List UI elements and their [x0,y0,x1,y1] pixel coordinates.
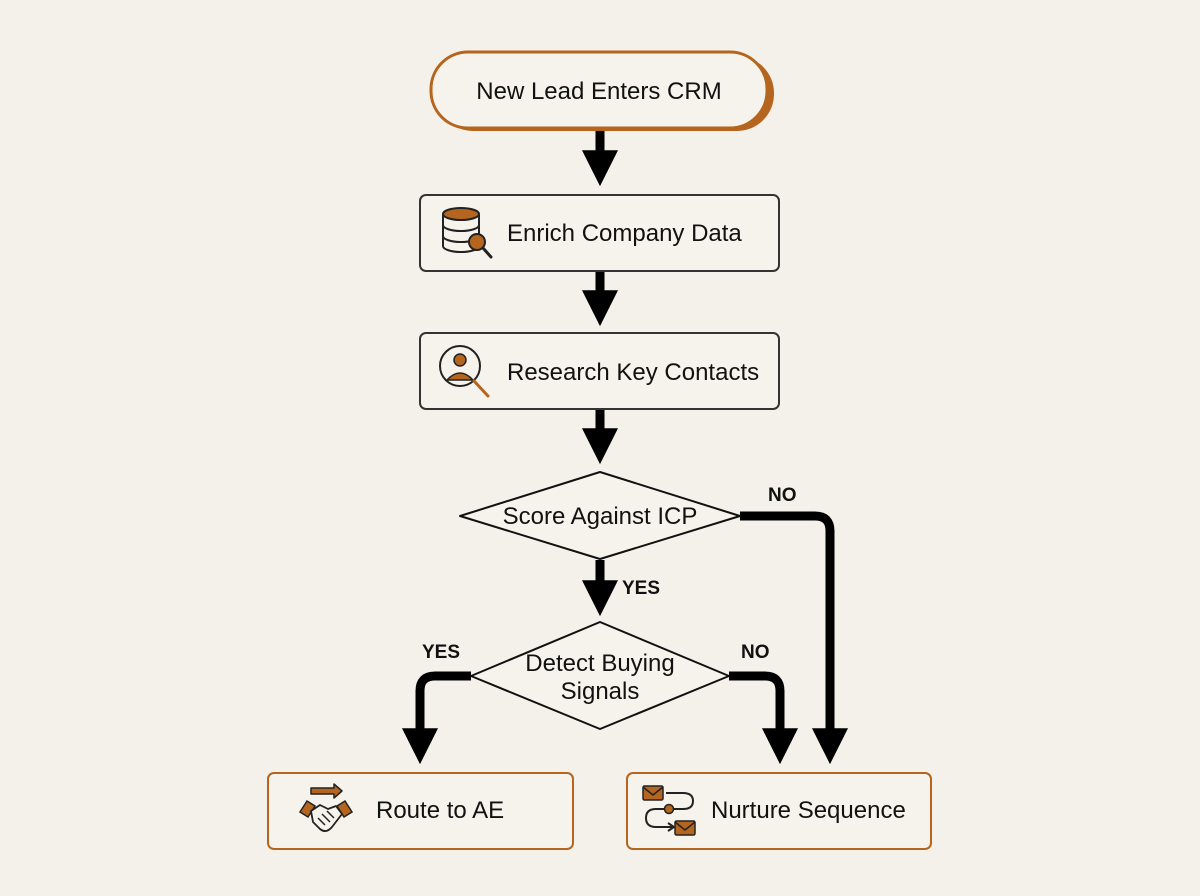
decision-score: Score Against ICP [459,471,741,560]
decision-detect: Detect Buying Signals [470,621,730,730]
email-sequence-icon [642,785,696,836]
database-search-icon [442,207,493,259]
node-route-label: Route to AE [376,797,504,824]
node-enrich: Enrich Company Data [419,194,780,272]
handshake-icon [298,783,354,832]
node-nurture-label: Nurture Sequence [711,797,906,824]
node-start-label: New Lead Enters CRM [476,78,721,105]
edge-label-score-yes: YES [622,578,660,599]
edge-label-detect-yes: YES [422,642,460,663]
node-start: New Lead Enters CRM [429,50,774,131]
node-research-label: Research Key Contacts [507,359,759,386]
node-research: Research Key Contacts [419,332,780,410]
node-enrich-label: Enrich Company Data [507,220,742,247]
edge-label-detect-no: NO [741,642,770,663]
decision-score-label: Score Against ICP [503,503,698,530]
arrow-score-no-to-nurture [740,511,848,765]
decision-detect-label-line2: Signals [561,678,640,705]
node-route: Route to AE [267,772,574,850]
arrow-detect-yes-to-route [402,671,471,765]
node-nurture: Nurture Sequence [626,772,932,850]
connectors [402,130,848,765]
person-search-icon [439,345,490,398]
arrow-detect-no-to-nurture [729,671,798,765]
edge-label-score-no: NO [768,485,797,506]
decision-detect-label-line1: Detect Buying [525,650,674,677]
